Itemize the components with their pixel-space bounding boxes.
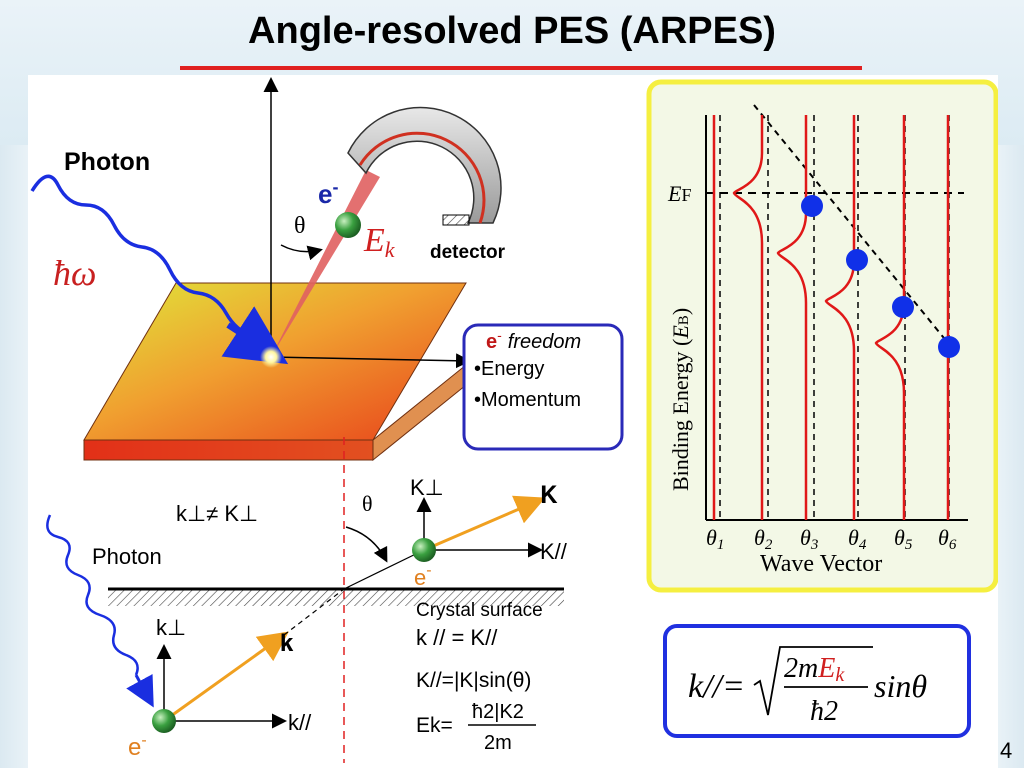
theta-tick-label: θ2: [754, 525, 773, 553]
crystal-hatch: [108, 590, 564, 606]
band-plot-x-label: Wave Vector: [760, 551, 882, 577]
equation-Ek-lhs: Ek=: [416, 714, 453, 737]
inner-k-perp-label: k⊥: [156, 615, 186, 640]
edc-curve: [874, 115, 906, 520]
slide-title: Angle-resolved PES (ARPES): [248, 10, 776, 52]
bottom-photon-arrow: [126, 674, 154, 708]
equation-k-conservation: k // = K//: [416, 625, 498, 650]
formula-numerator: 2mEk: [784, 653, 845, 686]
crystal-surface-label: Crystal surface: [416, 600, 543, 621]
page-number: 4: [1000, 738, 1013, 763]
bottom-photon-label: Photon: [92, 544, 162, 569]
formula-rhs: sinθ: [874, 668, 927, 704]
edc-curve: [824, 115, 856, 520]
momentum-geometry-diagram: k⊥≠ K⊥ Photon k⊥ 𝐤 k// e- θ K⊥ 𝐊 K// e- …: [46, 437, 568, 763]
arpes-figure: θ detector e- Ek Photon ħω e-freedom •En…: [30, 77, 999, 763]
photon-label: Photon: [64, 148, 150, 176]
equation-K-parallel: K//=|K|sin(θ): [416, 669, 531, 692]
kinetic-energy-label: Ek: [363, 222, 396, 262]
equation-Ek-denominator: 2m: [484, 732, 512, 754]
bottom-theta-arc: [345, 526, 388, 563]
theta-label: θ: [294, 213, 306, 239]
formula-lhs: k//=: [688, 668, 745, 705]
arpes-setup-diagram: θ detector e- Ek Photon ħω: [30, 77, 506, 462]
inner-k-par-label: k//: [288, 710, 312, 735]
theta-tick-label: θ5: [894, 525, 913, 553]
freedom-title: e-freedom: [486, 327, 581, 353]
detector-label: detector: [430, 242, 506, 263]
k-continuation-dashed: [283, 588, 345, 636]
slide-background-left: [0, 145, 28, 768]
slide-content: θ detector e- Ek Photon ħω e-freedom •En…: [28, 75, 999, 765]
theta-tick-label: θ3: [800, 525, 818, 553]
equation-Ek-numerator: ħ2|K2: [472, 701, 524, 723]
photon-arrow: [221, 306, 289, 365]
outer-electron-label: e-: [414, 562, 432, 590]
dispersion-line: [753, 104, 949, 344]
edc-curve: [776, 115, 808, 520]
band-plot-y-label: Binding Energy (EB): [668, 308, 693, 491]
escape-path: [343, 549, 425, 590]
band-point: [938, 336, 960, 358]
theta-tick-label: θ6: [938, 525, 957, 553]
theta-tick-label: θ1: [706, 525, 724, 553]
bottom-electron-label: e-: [128, 732, 147, 761]
inner-k-vector-label: 𝐤: [280, 630, 294, 657]
formula-sqrt: [753, 646, 873, 716]
outer-electron-ball: [412, 538, 436, 562]
theta-tick-label: θ4: [848, 525, 867, 553]
bottom-photon-wave: [46, 514, 139, 676]
inner-k-vector-arrow: [163, 631, 289, 723]
bottom-theta-label: θ: [362, 491, 373, 516]
surface-axis: [270, 353, 471, 369]
photon-wave: [30, 174, 255, 339]
freedom-item-momentum: •Momentum: [474, 389, 581, 411]
band-points: [801, 195, 960, 358]
slide-background-right: [998, 145, 1024, 768]
electron-freedom-box: e-freedom •Energy •Momentum: [462, 323, 624, 451]
freedom-item-energy: •Energy: [474, 358, 544, 380]
theta-labels: θ1 θ2 θ3 θ4 θ5 θ6: [706, 525, 957, 553]
outer-K-perp-label: K⊥: [410, 475, 444, 500]
band-dispersion-panel: EF Binding Energy (EB) θ1 θ2 θ3 θ4 θ5 θ6 Wave…: [646, 79, 999, 593]
detector-icon: [347, 106, 502, 226]
theta-arc: [280, 244, 323, 261]
formula-denominator: ħ2: [810, 696, 838, 727]
emission-spot: [260, 346, 282, 368]
fermi-level-label: EF: [667, 181, 691, 206]
k-perp-neq-label: k⊥≠ K⊥: [176, 501, 258, 526]
outer-K-par-label: K//: [540, 539, 568, 564]
bottom-electron-ball: [152, 709, 176, 733]
band-point: [846, 249, 868, 271]
electron-label: e-: [318, 177, 338, 209]
title-underline: [180, 66, 862, 70]
band-point: [801, 195, 823, 217]
outer-K-vector-label: 𝐊: [540, 482, 558, 509]
photon-energy-label: ħω: [53, 253, 96, 293]
sample-front-face: [83, 439, 374, 461]
momentum-formula-box: k//= 2mEk ħ2 sinθ: [663, 624, 971, 738]
electron-ball: [335, 212, 361, 238]
band-point: [892, 296, 914, 318]
edc-curve: [732, 115, 764, 520]
outer-K-vector-arrow: [423, 495, 546, 552]
